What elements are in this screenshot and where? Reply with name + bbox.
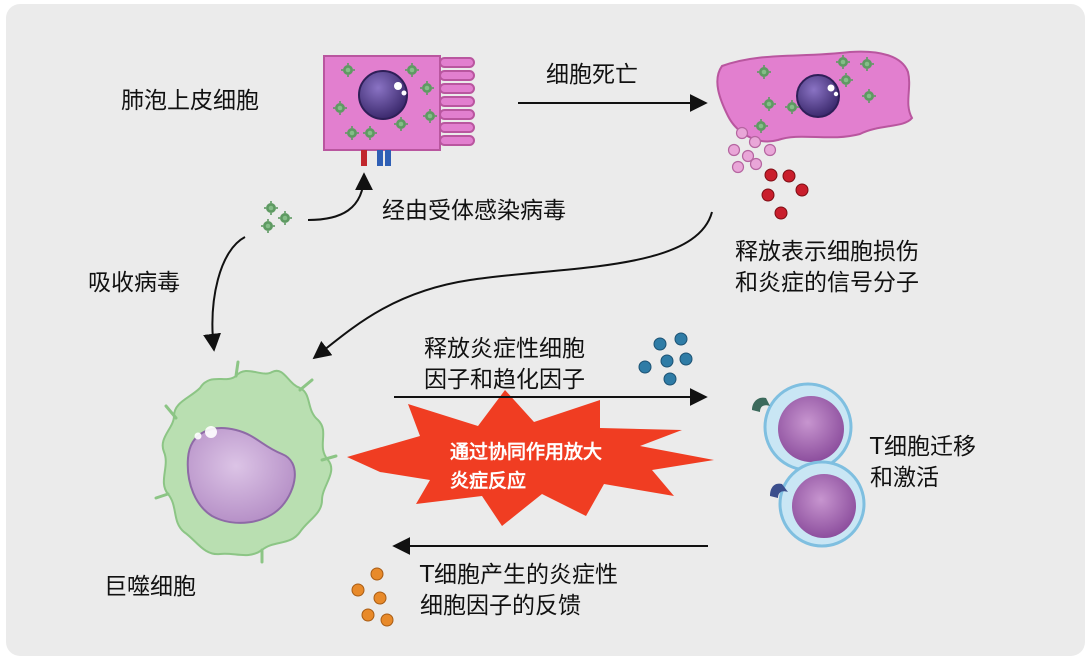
label-feedback-line2: 细胞因子的反馈 <box>420 593 581 619</box>
t-cell-upper <box>752 382 853 472</box>
macrophage-cell <box>154 360 338 564</box>
label-t-cell-line1: T细胞迁移 <box>870 434 977 460</box>
dying-epithelial-cell <box>716 50 914 143</box>
label-cell-death: 细胞死亡 <box>546 62 638 88</box>
free-virus-particles <box>260 200 293 234</box>
label-feedback: T细胞产生的炎症性 细胞因子的反馈 <box>420 560 618 622</box>
receptor-icon <box>361 150 391 166</box>
label-amplify-line1: 通过协同作用放大 <box>450 441 603 463</box>
label-t-cell-line2: 和激活 <box>870 465 939 491</box>
cytokines-orange <box>351 567 394 627</box>
label-cytokines-line1: 释放炎症性细胞 <box>424 336 585 362</box>
label-absorb-virus: 吸收病毒 <box>88 270 180 296</box>
label-t-cell: T细胞迁移 和激活 <box>870 432 976 494</box>
label-amplify: 通过协同作用放大 炎症反应 <box>450 438 602 496</box>
label-alveolar-epithelial-cell: 肺泡上皮细胞 <box>121 88 259 114</box>
amplification-burst <box>347 390 714 526</box>
label-damage-signal-line2: 和炎症的信号分子 <box>735 270 919 296</box>
label-cytokines: 释放炎症性细胞 因子和趋化因子 <box>424 334 585 396</box>
label-cytokines-line2: 因子和趋化因子 <box>424 367 585 393</box>
label-receptor-infection: 经由受体感染病毒 <box>382 198 566 224</box>
label-damage-signal-line1: 释放表示细胞损伤 <box>735 239 919 265</box>
arrows <box>203 94 713 555</box>
label-macrophage: 巨噬细胞 <box>104 574 196 600</box>
label-damage-signal: 释放表示细胞损伤 和炎症的信号分子 <box>735 237 919 299</box>
t-cell-lower <box>770 460 866 548</box>
signal-molecules <box>727 126 809 220</box>
cytokines-blue <box>638 332 693 386</box>
label-amplify-line2: 炎症反应 <box>450 470 527 492</box>
alveolar-epithelial-cell <box>323 55 475 151</box>
label-feedback-line1: T细胞产生的炎症性 <box>420 562 619 588</box>
